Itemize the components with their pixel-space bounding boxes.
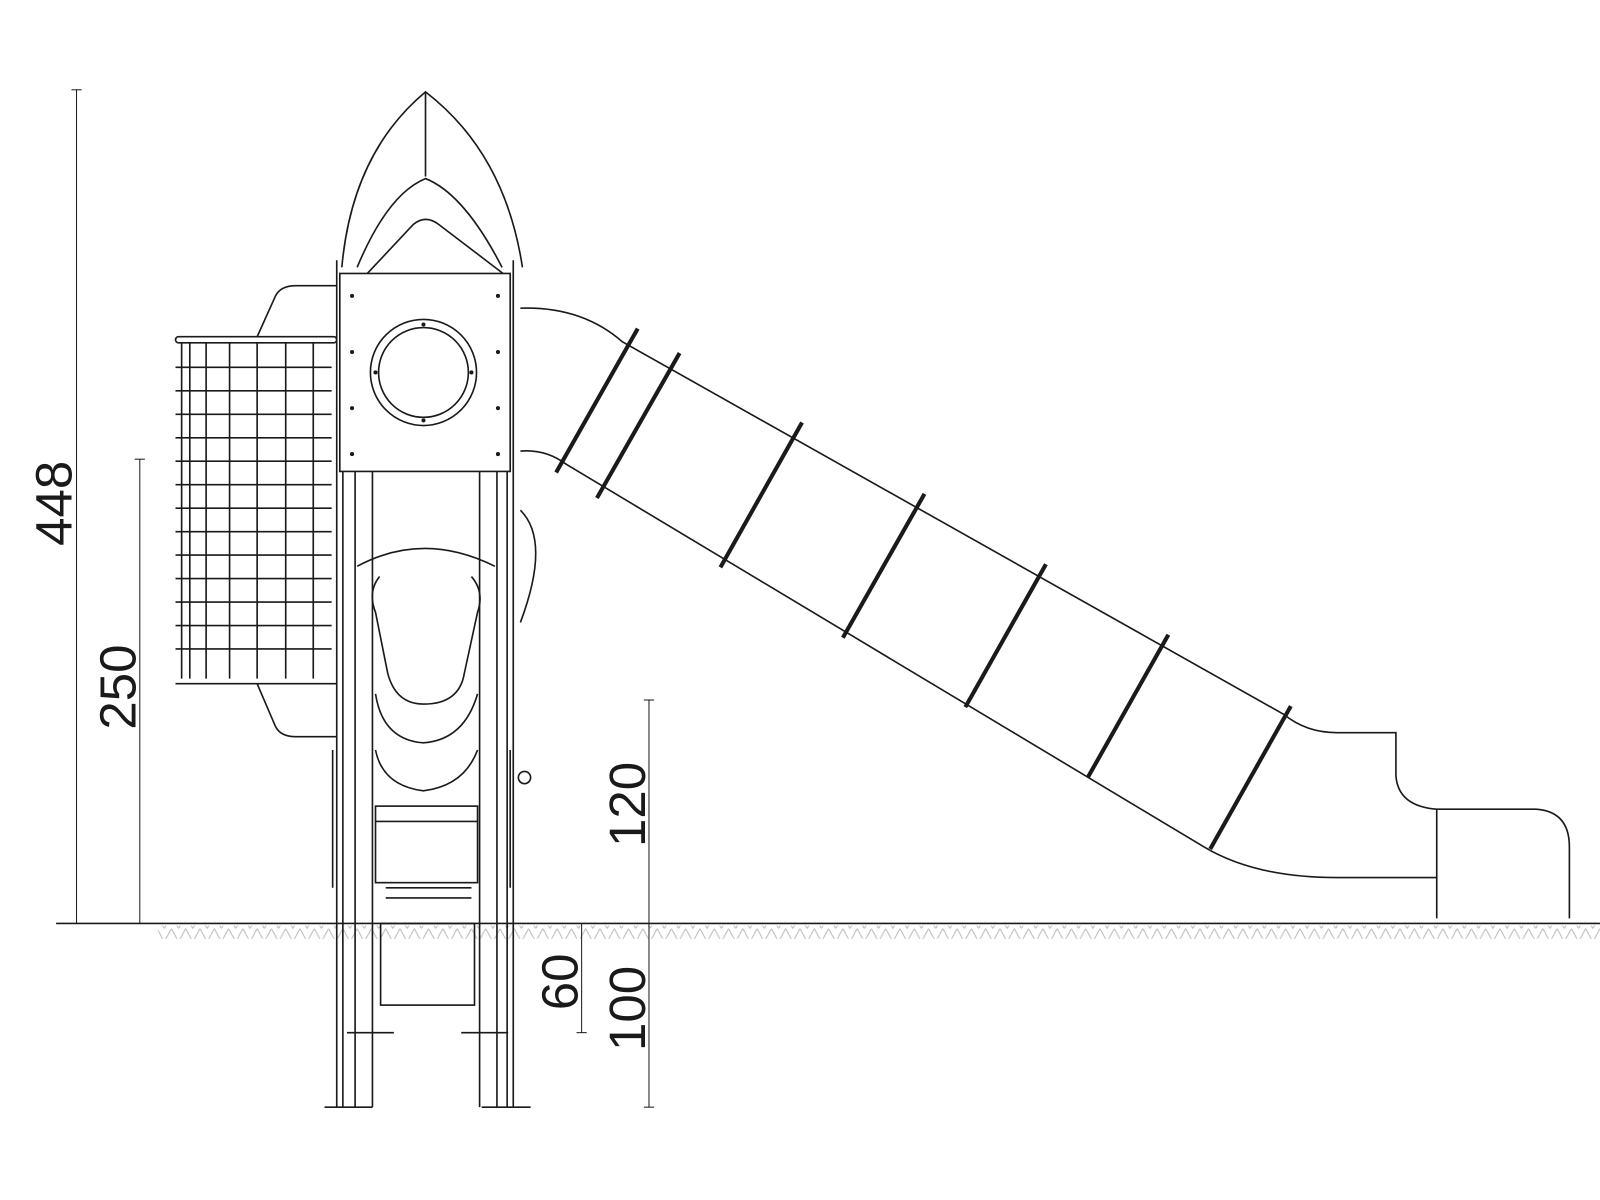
slide-joint-bands bbox=[554, 327, 1293, 850]
dimension-250: 250 bbox=[90, 644, 147, 729]
dimension-120: 120 bbox=[599, 762, 656, 847]
ground bbox=[56, 922, 1600, 939]
tower bbox=[324, 260, 537, 1108]
dimension-448: 448 bbox=[25, 461, 82, 546]
ladder bbox=[356, 547, 496, 1006]
dimension-60: 60 bbox=[532, 953, 589, 1010]
dimension-lines bbox=[71, 89, 655, 1108]
rocket-nose bbox=[341, 90, 524, 275]
porthole-icon bbox=[369, 318, 478, 427]
climbing-net bbox=[174, 284, 338, 738]
dimension-100: 100 bbox=[599, 966, 656, 1051]
tube-slide bbox=[520, 307, 1571, 919]
